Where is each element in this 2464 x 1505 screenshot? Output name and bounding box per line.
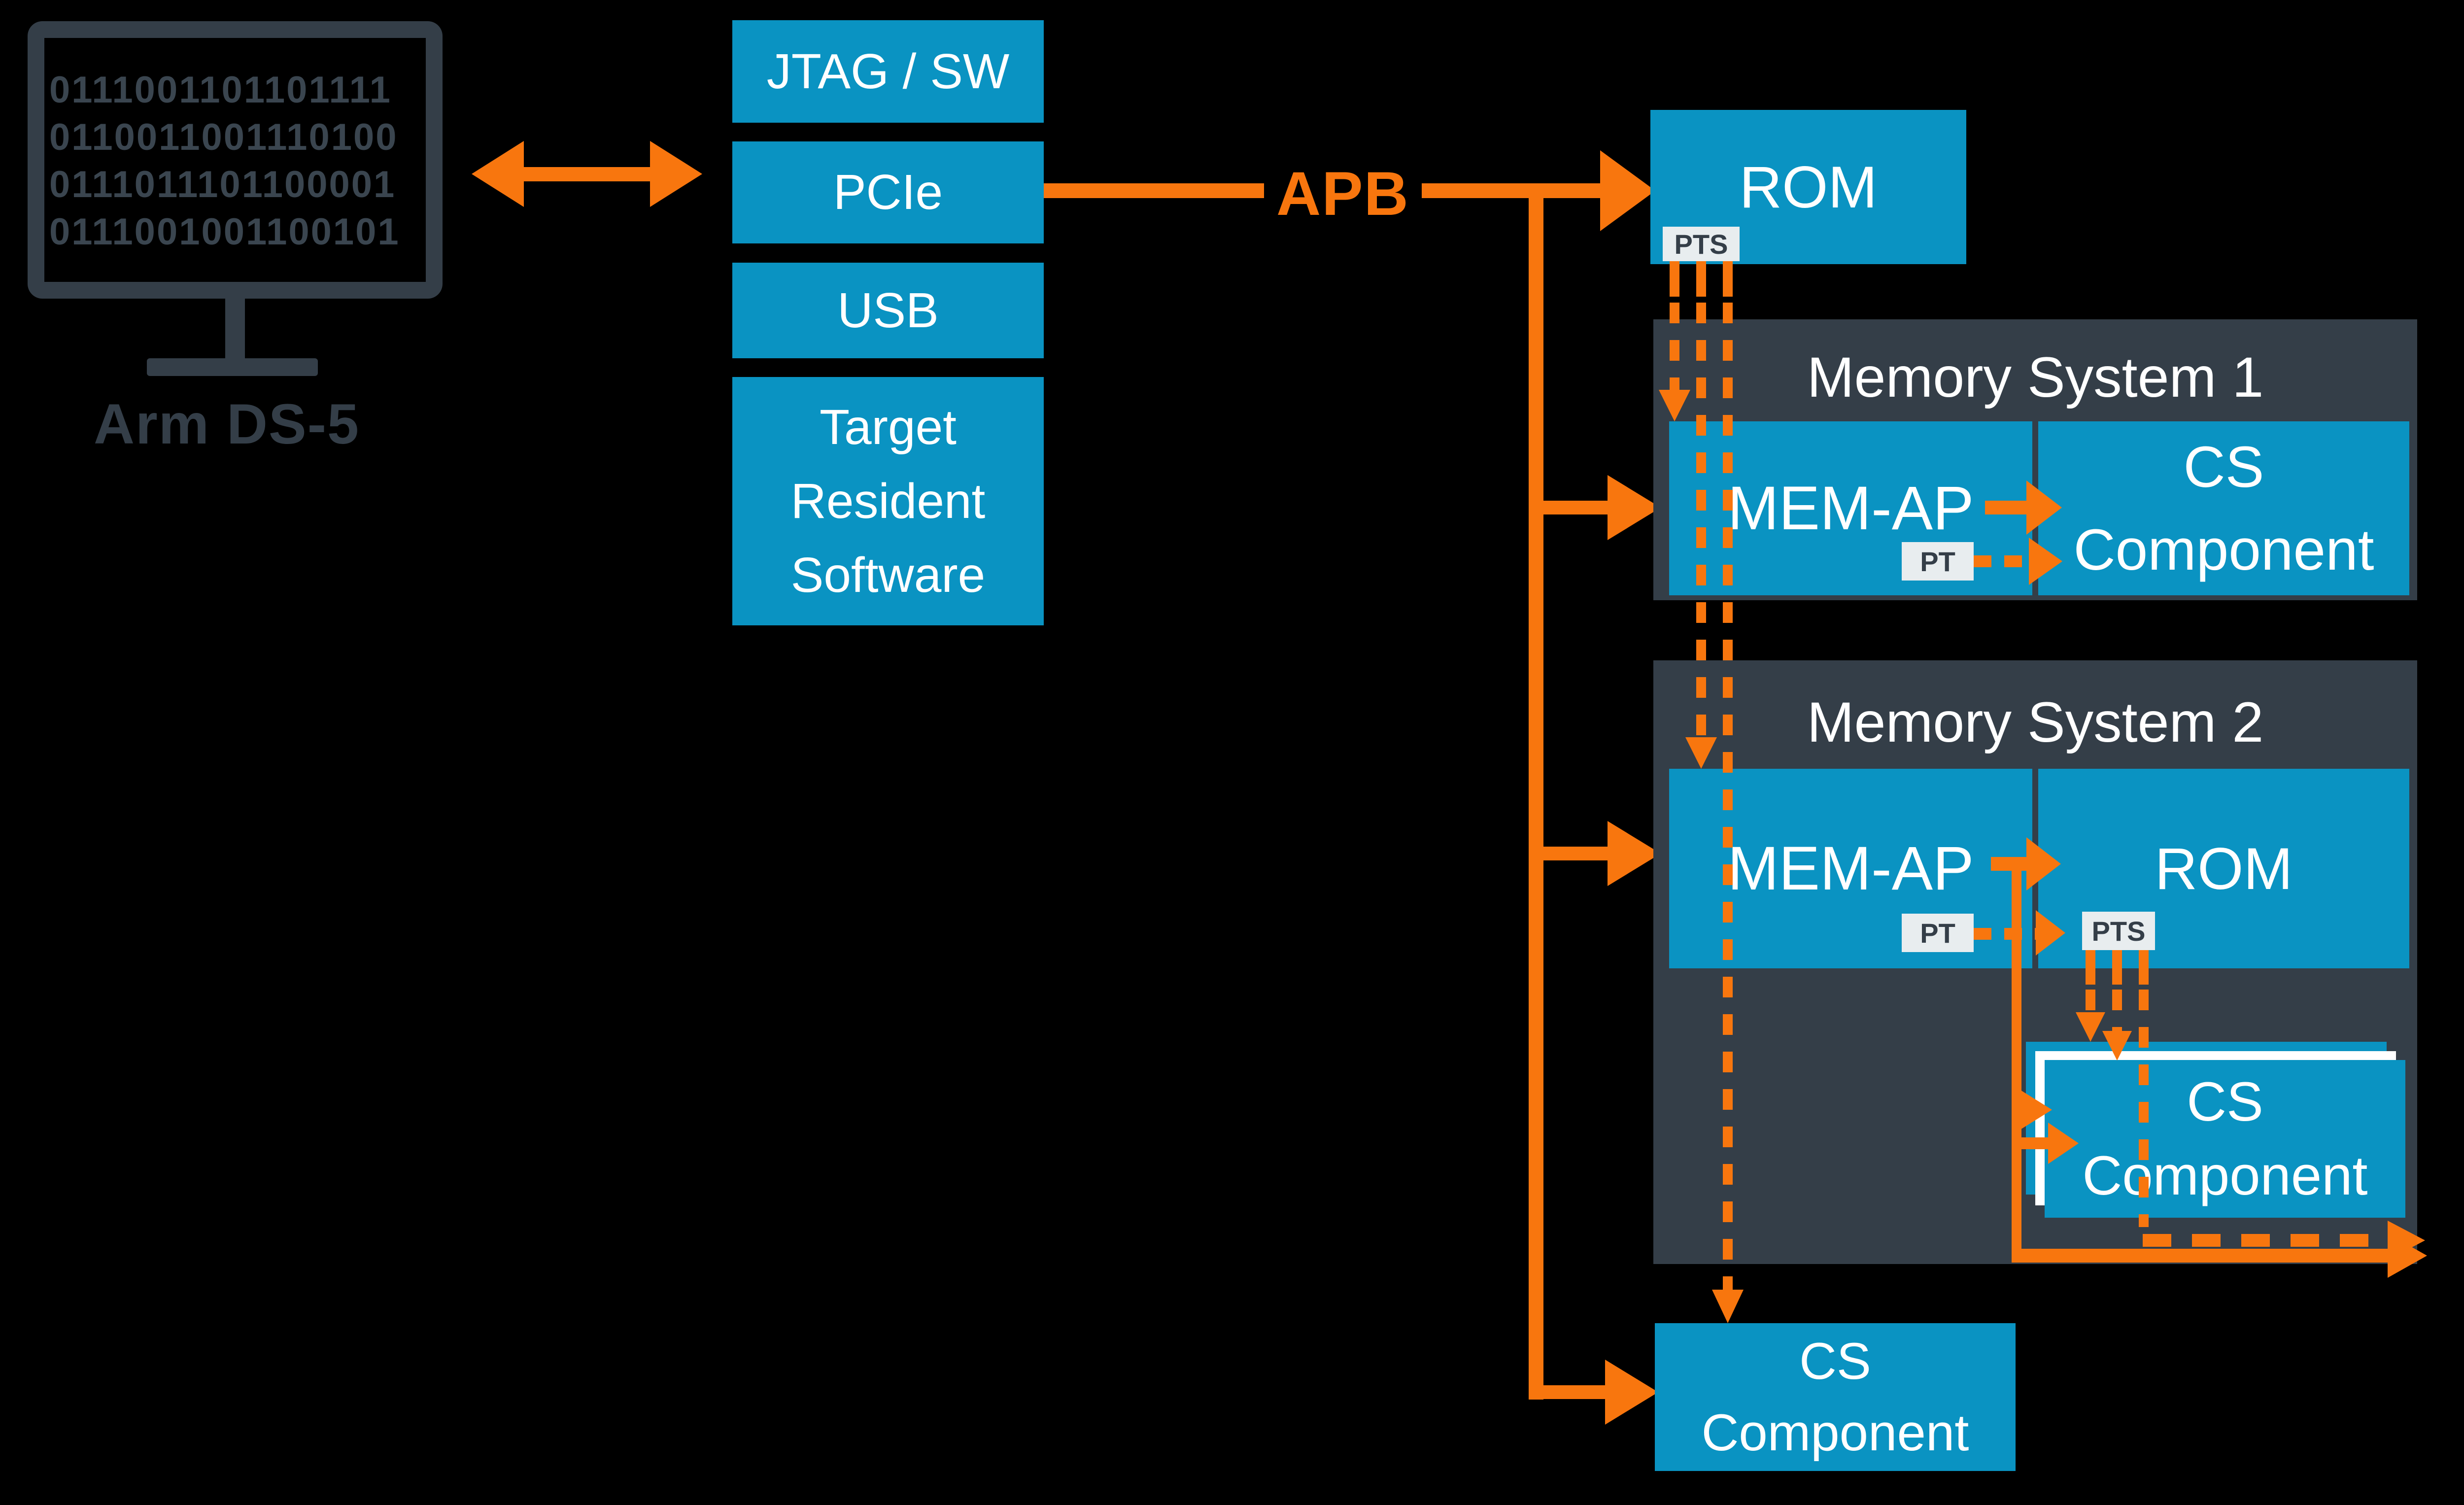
cs-stack-front-label: CS Component (2082, 1071, 2368, 1206)
monitor-stand-neck (225, 299, 245, 358)
ms1-mem-ap-label: MEM-AP (1727, 474, 1974, 543)
ms2-pts-dashed-line-3 (2139, 990, 2149, 1227)
pts-dashed-line-to-bottom-cs (1723, 303, 1733, 1290)
ms1-branch-arrowhead (1608, 475, 1661, 540)
cs-stack-front-box: CS Component (2045, 1060, 2405, 1218)
bottom-cs-component-label: CS Component (1701, 1333, 1969, 1462)
apb-line-left-segment (1044, 183, 1264, 198)
ms2-pts-stub-3 (2139, 950, 2149, 985)
cs-stack-upper-entry-arrowhead (2020, 1090, 2052, 1129)
jtag-sw-label: JTAG / SW (766, 43, 1010, 99)
ms2-pts-dashed-exit-arrowhead (2388, 1221, 2425, 1260)
binary-line-3: 0111011101100001 (49, 164, 396, 205)
rom-pts-tag-label: PTS (1674, 228, 1728, 260)
target-resident-software-label: Target Resident Software (790, 400, 986, 603)
ms1-title: Memory System 1 (1807, 346, 2264, 409)
ms2-pt-dashed-line (1974, 928, 2036, 940)
ms2-pts-stub-2 (2112, 950, 2122, 985)
apb-line-right-segment (1422, 183, 1600, 198)
ms2-pts-dashed-arrowhead-2 (2102, 1031, 2132, 1060)
ms2-mem-ap-to-rom-arrowhead (2026, 837, 2061, 890)
usb-label: USB (837, 282, 939, 338)
host-debug-arrow-left-head (472, 141, 524, 207)
pts-dashed-line-to-ms1 (1670, 303, 1679, 390)
binary-line-4: 0111001001100101 (49, 211, 400, 253)
pcie-box: PCIe (732, 141, 1044, 243)
ms1-mem-ap-to-cs-shaft (1985, 501, 2026, 514)
ms1-cs-component-box: CS Component (2038, 421, 2409, 595)
pts-dashed-arrowhead-bottom-cs (1712, 1290, 1744, 1323)
ms2-pts-dashed-arrowhead-1 (2076, 1012, 2105, 1042)
apb-to-rom-arrowhead (1600, 150, 1655, 231)
monitor-icon (28, 21, 443, 299)
ms2-branch-arrowhead (1608, 821, 1661, 886)
ms2-pts-stub-1 (2086, 950, 2095, 985)
pts-dashed-line-to-ms2 (1696, 303, 1706, 738)
usb-box: USB (732, 263, 1044, 358)
arm-ds5-label: Arm DS-5 (93, 393, 360, 456)
rom-pts-stub-3 (1723, 261, 1733, 297)
monitor-stand-base (147, 358, 318, 376)
ms2-trace-bottom-line (2012, 1249, 2388, 1263)
ms2-mem-ap-label: MEM-AP (1727, 834, 1974, 903)
ms1-mem-ap-to-cs-arrowhead (2026, 480, 2062, 535)
ms1-cs-component-label: CS Component (2073, 434, 2374, 582)
ms2-pts-dashed-line-1 (2086, 990, 2095, 1012)
ms2-pt-tag: PT (1902, 914, 1974, 952)
ms2-pts-tag: PTS (2082, 912, 2155, 950)
apb-label: APB (1276, 160, 1409, 228)
ms1-pt-tag: PT (1902, 542, 1974, 581)
monitor-binary-text: 0111001101101111 0110011001110100 011101… (49, 67, 414, 256)
rom-pts-stub-1 (1670, 261, 1679, 297)
host-debug-arrow-right-head (650, 141, 702, 207)
binary-line-1: 0111001101101111 (49, 69, 392, 111)
target-resident-software-box: Target Resident Software (732, 377, 1044, 625)
binary-line-2: 0110011001110100 (49, 116, 398, 158)
rom-pts-stub-2 (1696, 261, 1706, 297)
ms2-pts-tag-label: PTS (2091, 915, 2146, 947)
ms2-branch-shaft (1543, 847, 1608, 860)
ms2-pts-dashed-line-2 (2112, 990, 2122, 1031)
pts-dashed-arrowhead-ms2 (1685, 737, 1717, 769)
bottom-cs-component-box: CS Component (1655, 1323, 2016, 1471)
ms2-pt-tag-label: PT (1920, 917, 1955, 949)
cs-stack-lower-entry-arrowhead (2048, 1123, 2079, 1164)
pcie-label: PCIe (833, 165, 943, 220)
host-debug-double-arrow-shaft (520, 167, 654, 181)
bottom-cs-branch-arrowhead (1605, 1360, 1658, 1425)
cs-stack-lower-entry-stub (2020, 1137, 2048, 1149)
apb-trunk-line (1529, 183, 1543, 1400)
ms2-title: Memory System 2 (1807, 691, 2264, 754)
rom-pts-tag: PTS (1663, 227, 1740, 261)
rom-label: ROM (1739, 154, 1878, 220)
ms1-pt-dashed-arrowhead (2029, 538, 2062, 585)
bottom-cs-branch-shaft (1543, 1385, 1605, 1399)
ms2-pt-dashed-arrowhead (2036, 910, 2065, 956)
ms2-pts-dashed-exit-line (2143, 1234, 2388, 1247)
ms2-rom-label: ROM (2155, 835, 2293, 902)
ms1-branch-shaft (1543, 501, 1608, 514)
ms2-trace-vertical-line (2012, 864, 2021, 1263)
ms1-pt-dashed-line (1974, 555, 2029, 567)
jtag-sw-box: JTAG / SW (732, 20, 1044, 123)
ms1-pt-tag-label: PT (1920, 546, 1955, 577)
pts-dashed-arrowhead-ms1 (1659, 390, 1690, 421)
